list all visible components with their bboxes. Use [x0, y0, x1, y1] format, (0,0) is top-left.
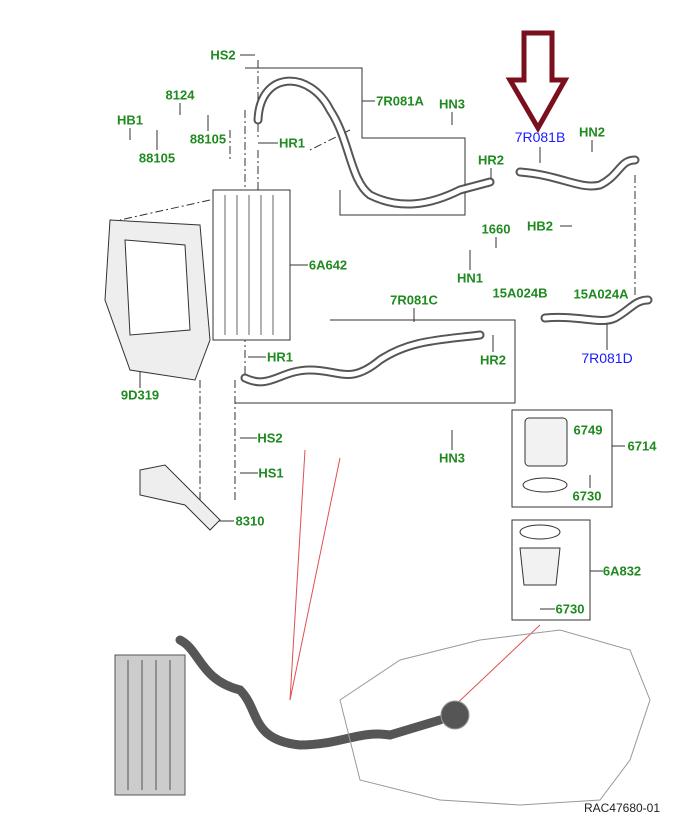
callout-9d319[interactable]: 9D319: [120, 387, 160, 403]
filter-housing-6a832: [519, 524, 561, 586]
callout-7r081a[interactable]: 7R081A: [376, 93, 424, 109]
highlight-arrow: [505, 30, 570, 134]
callout-6730[interactable]: 6730: [572, 488, 602, 504]
callout-hr2[interactable]: HR2: [477, 152, 505, 168]
oil-cooler: [212, 189, 291, 341]
callout-hr1[interactable]: HR1: [278, 135, 306, 151]
callout-7r081d[interactable]: 7R081D: [581, 350, 633, 366]
callout-15a024b[interactable]: 15A024B: [492, 285, 548, 301]
callout-6714[interactable]: 6714: [627, 438, 657, 454]
callout-7r081c[interactable]: 7R081C: [390, 292, 438, 308]
group-box-lower: [235, 319, 516, 404]
callout-88105[interactable]: 88105: [189, 131, 227, 147]
filter-box-6714: [511, 409, 613, 508]
callout-6730[interactable]: 6730: [555, 601, 585, 617]
callout-6a642[interactable]: 6A642: [308, 257, 348, 273]
callout-6a832[interactable]: 6A832: [602, 563, 642, 579]
callout-hb1[interactable]: HB1: [116, 112, 144, 128]
callout-hn1[interactable]: HN1: [456, 270, 484, 286]
callout-6749[interactable]: 6749: [573, 422, 603, 438]
callout-15a024a[interactable]: 15A024A: [573, 286, 629, 302]
engine-hoses: [175, 635, 445, 750]
callout-hr1[interactable]: HR1: [266, 349, 294, 365]
engine-block: [339, 629, 651, 806]
callout-1660[interactable]: 1660: [481, 221, 511, 237]
callout-hn2[interactable]: HN2: [578, 124, 606, 140]
filter-box-6a832: [511, 519, 591, 621]
callout-8310[interactable]: 8310: [235, 513, 265, 529]
callout-88105[interactable]: 88105: [138, 150, 176, 166]
engine-cooler-thumbnail: [114, 654, 186, 796]
bracket-9d319: [104, 219, 211, 381]
group-box-upper: [245, 67, 466, 216]
oil-filter-6714: [522, 417, 568, 493]
callout-hs1[interactable]: HS1: [258, 465, 284, 481]
callout-hb2[interactable]: HB2: [526, 218, 554, 234]
callout-hn3[interactable]: HN3: [438, 96, 466, 112]
callout-hn3[interactable]: HN3: [438, 450, 466, 466]
diagram-reference-number: RAC47680-01: [583, 801, 661, 815]
callout-hr2[interactable]: HR2: [479, 352, 507, 368]
bracket-8310: [139, 464, 221, 531]
callout-8124[interactable]: 8124: [165, 87, 195, 103]
callout-7r081b[interactable]: 7R081B: [514, 129, 566, 145]
callout-hs2[interactable]: HS2: [257, 430, 283, 446]
callout-hs2[interactable]: HS2: [210, 47, 236, 63]
